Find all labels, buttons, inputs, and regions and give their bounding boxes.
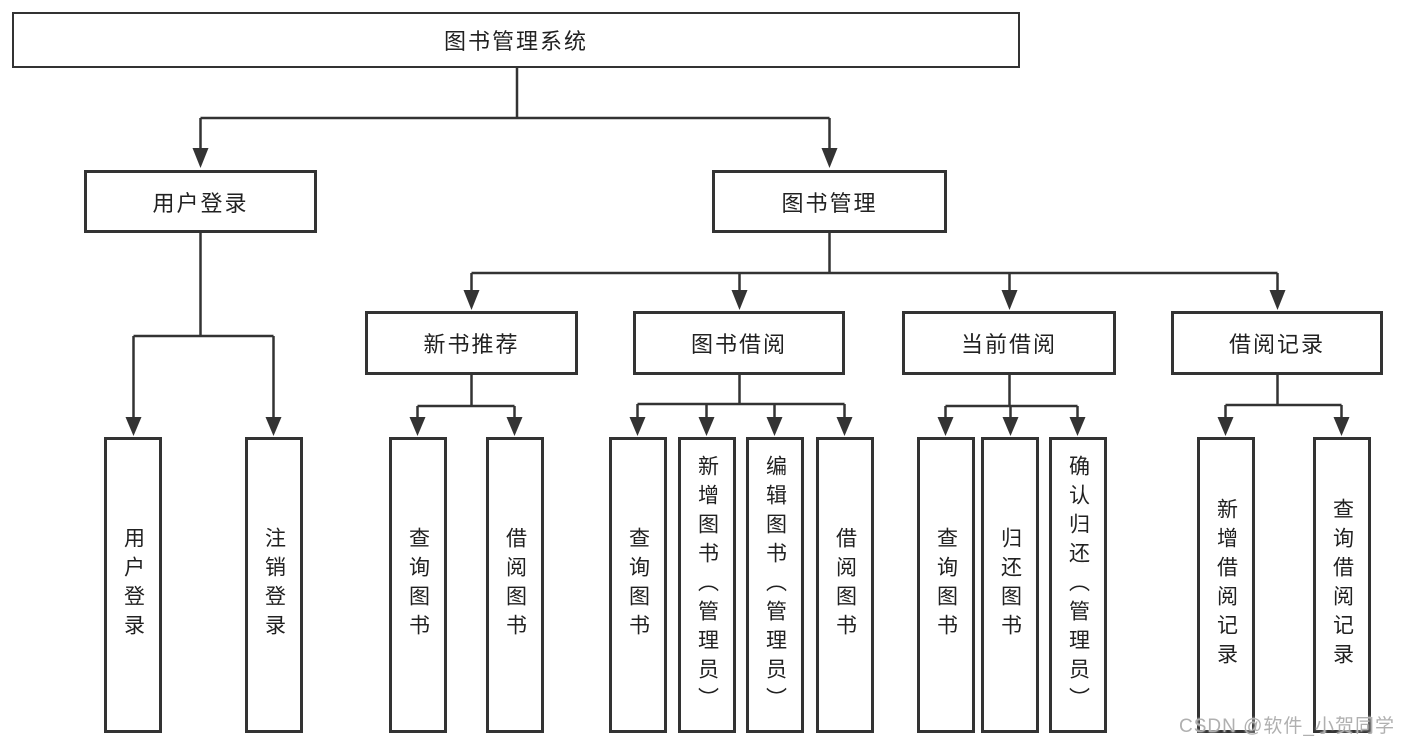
leaf-query-books-2: 查询图书 <box>609 437 667 733</box>
node-label: 图书管理系统 <box>443 29 588 54</box>
arrowhead-icon <box>731 290 748 310</box>
arrowhead-icon <box>1069 417 1086 436</box>
node-label: 查询图书 <box>626 527 650 643</box>
node-label: 查询借阅记录 <box>1330 498 1354 672</box>
arrowhead-icon <box>1269 290 1286 310</box>
leaf-edit-books-admin: 编辑图书（管理员） <box>746 437 804 733</box>
node-label: 图书管理 <box>781 190 878 216</box>
arrowhead-icon <box>1001 290 1018 310</box>
leaf-user-login: 用户登录 <box>104 437 162 733</box>
arrowhead-icon <box>265 417 282 436</box>
connector-user-login <box>125 232 282 436</box>
connector-root <box>192 68 838 168</box>
connector-book-borrow <box>629 374 853 436</box>
connector-new-book-rec <box>409 374 523 436</box>
node-label: 编辑图书（管理员） <box>763 454 787 716</box>
arrowhead-icon <box>698 417 715 436</box>
leaf-confirm-return-admin: 确认归还（管理员） <box>1049 437 1107 733</box>
arrowhead-icon <box>821 148 838 168</box>
node-label: 当前借阅 <box>960 332 1057 357</box>
arrowhead-icon <box>192 148 209 168</box>
leaf-query-books-1: 查询图书 <box>389 437 447 733</box>
leaf-add-borrow-record: 新增借阅记录 <box>1197 437 1255 733</box>
node-borrowing-records: 借阅记录 <box>1171 311 1383 375</box>
node-label: 新书推荐 <box>423 332 520 357</box>
arrowhead-icon <box>463 290 480 310</box>
leaf-borrow-books-2: 借阅图书 <box>816 437 874 733</box>
arrowhead-icon <box>125 417 142 436</box>
node-label: 新增图书（管理员） <box>695 454 719 716</box>
leaf-query-books-3: 查询图书 <box>917 437 975 733</box>
arrowhead-icon <box>766 417 783 436</box>
node-label: 用户登录 <box>152 190 249 216</box>
arrowhead-icon <box>1333 417 1350 436</box>
leaf-query-borrow-record: 查询借阅记录 <box>1313 437 1371 733</box>
watermark: CSDN @软件_小贺同学 <box>1179 716 1395 737</box>
node-book-management: 图书管理 <box>712 170 947 233</box>
node-user-login: 用户登录 <box>84 170 317 233</box>
node-label: 新增借阅记录 <box>1214 498 1238 672</box>
arrowhead-icon <box>836 417 853 436</box>
node-library-system: 图书管理系统 <box>12 12 1020 68</box>
arrowhead-icon <box>629 417 646 436</box>
leaf-logout: 注销登录 <box>245 437 303 733</box>
node-label: 归还图书 <box>998 527 1022 643</box>
arrowhead-icon <box>409 417 426 436</box>
arrowhead-icon <box>506 417 523 436</box>
arrowhead-icon <box>1002 417 1019 436</box>
node-label: 用户登录 <box>121 527 145 643</box>
leaf-add-books-admin: 新增图书（管理员） <box>678 437 736 733</box>
leaf-return-books: 归还图书 <box>981 437 1039 733</box>
connector-current-borrow <box>937 374 1086 436</box>
node-current-borrowing: 当前借阅 <box>902 311 1116 375</box>
node-new-book-recommend: 新书推荐 <box>365 311 578 375</box>
arrowhead-icon <box>1217 417 1234 436</box>
node-label: 图书借阅 <box>690 332 787 357</box>
node-book-borrowing: 图书借阅 <box>633 311 845 375</box>
node-label: 注销登录 <box>262 527 286 643</box>
node-label: 借阅图书 <box>503 527 527 643</box>
node-label: 查询图书 <box>934 527 958 643</box>
connector-book-management <box>463 232 1286 310</box>
node-label: 借阅记录 <box>1228 332 1325 357</box>
node-label: 确认归还（管理员） <box>1066 454 1090 716</box>
arrowhead-icon <box>937 417 954 436</box>
node-label: 查询图书 <box>406 527 430 643</box>
leaf-borrow-books-1: 借阅图书 <box>486 437 544 733</box>
node-label: 借阅图书 <box>833 527 857 643</box>
connector-borrow-records <box>1217 374 1350 436</box>
